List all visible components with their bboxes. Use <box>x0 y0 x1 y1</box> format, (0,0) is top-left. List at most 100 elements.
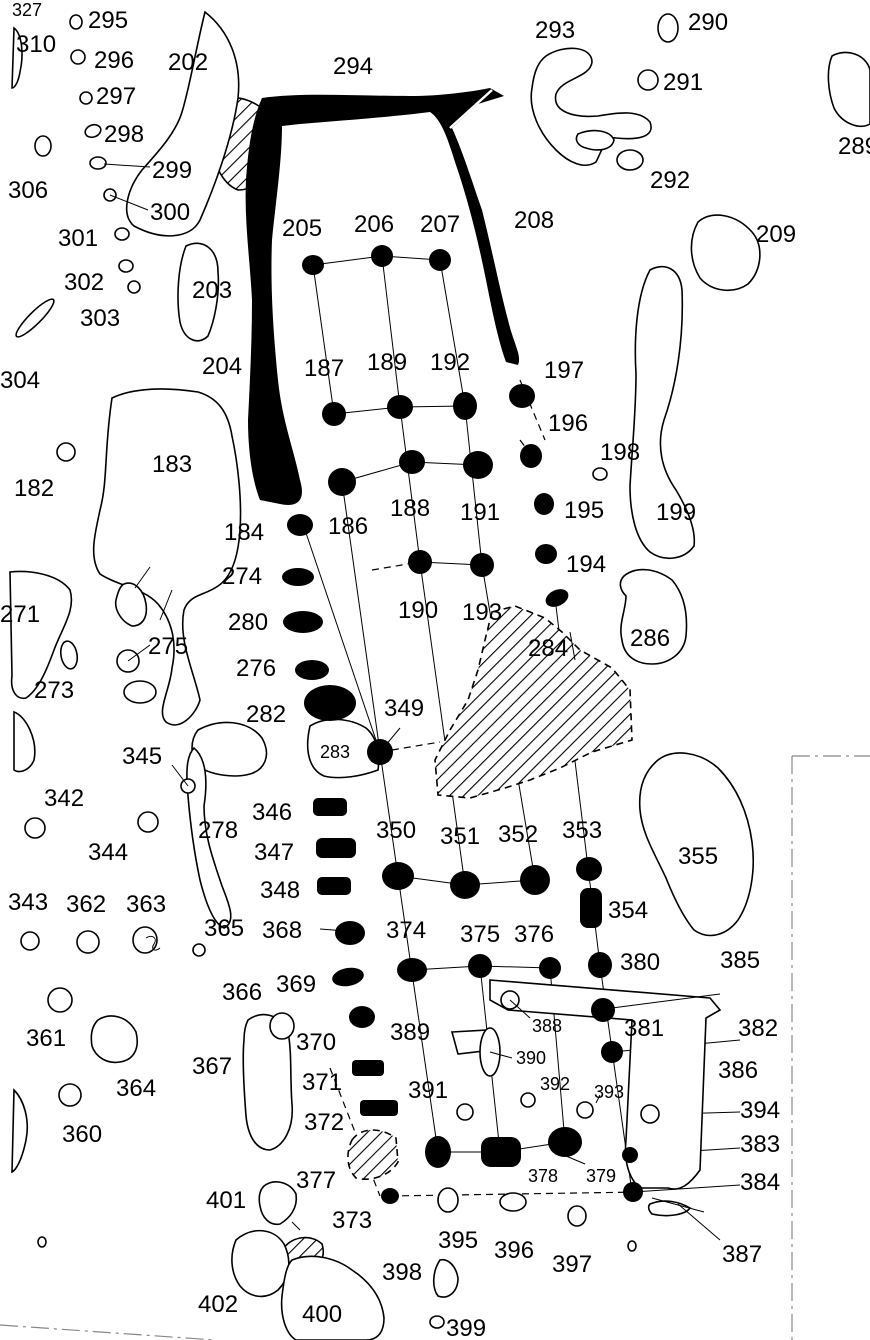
feature-label-196: 196 <box>548 410 588 437</box>
feature-label-301: 301 <box>58 225 98 252</box>
feature-label-280: 280 <box>228 609 268 636</box>
feature-label-391: 391 <box>408 1077 448 1104</box>
feature-label-370: 370 <box>296 1029 336 1056</box>
feature-label-207: 207 <box>420 211 460 238</box>
feature-label-380: 380 <box>620 949 660 976</box>
feature-label-188: 188 <box>390 495 430 522</box>
feature-label-191: 191 <box>460 499 500 526</box>
feature-label-377: 377 <box>296 1167 336 1194</box>
feature-label-189: 189 <box>367 349 407 376</box>
feature-label-192: 192 <box>430 349 470 376</box>
feature-label-393: 393 <box>594 1082 624 1102</box>
feature-label-298: 298 <box>104 121 144 148</box>
feature-label-361: 361 <box>26 1025 66 1052</box>
feature-label-206: 206 <box>354 211 394 238</box>
feature-label-385: 385 <box>720 947 760 974</box>
feature-label-300: 300 <box>150 199 190 226</box>
feature-label-347: 347 <box>254 839 294 866</box>
feature-label-390: 390 <box>516 1048 546 1068</box>
feature-label-187: 187 <box>304 355 344 382</box>
feature-label-379: 379 <box>586 1166 616 1186</box>
feature-label-208: 208 <box>514 207 554 234</box>
feature-label-190: 190 <box>398 597 438 624</box>
feature-label-343: 343 <box>8 889 48 916</box>
feature-label-363: 363 <box>126 891 166 918</box>
feature-label-398: 398 <box>382 1259 422 1286</box>
feature-label-352: 352 <box>498 821 538 848</box>
feature-label-286: 286 <box>630 625 670 652</box>
feature-label-290: 290 <box>688 9 728 36</box>
feature-label-297: 297 <box>96 83 136 110</box>
small-features <box>15 13 679 1329</box>
feature-label-389: 389 <box>390 1019 430 1046</box>
feature-label-400: 400 <box>302 1301 342 1328</box>
feature-label-197: 197 <box>544 357 584 384</box>
outline-features <box>9 10 870 1340</box>
feature-label-374: 374 <box>386 917 426 944</box>
feature-label-354: 354 <box>608 897 648 924</box>
feature-label-306: 306 <box>8 177 48 204</box>
feature-label-369: 369 <box>276 971 316 998</box>
feature-label-381: 381 <box>624 1015 664 1042</box>
feature-label-355: 355 <box>678 843 718 870</box>
feature-label-349: 349 <box>384 695 424 722</box>
feature-label-399: 399 <box>446 1315 486 1340</box>
site-boundary <box>0 755 870 1340</box>
feature-label-202: 202 <box>168 49 208 76</box>
feature-label-362: 362 <box>66 891 106 918</box>
feature-label-289: 289 <box>838 133 870 160</box>
feature-label-195: 195 <box>564 497 604 524</box>
feature-label-373: 373 <box>332 1207 372 1234</box>
feature-label-368: 368 <box>262 917 302 944</box>
feature-label-327: 327 <box>12 0 42 20</box>
feature-label-282: 282 <box>246 701 286 728</box>
feature-label-376: 376 <box>514 921 554 948</box>
feature-label-304: 304 <box>0 367 40 394</box>
feature-label-198: 198 <box>600 439 640 466</box>
feature-label-395: 395 <box>438 1227 478 1254</box>
feature-label-342: 342 <box>44 785 84 812</box>
feature-label-344: 344 <box>88 839 128 866</box>
feature-label-386: 386 <box>718 1057 758 1084</box>
feature-label-302: 302 <box>64 269 104 296</box>
feature-label-276: 276 <box>236 655 276 682</box>
feature-label-199: 199 <box>656 499 696 526</box>
feature-label-293: 293 <box>535 17 575 44</box>
feature-label-310: 310 <box>16 31 56 58</box>
feature-label-378: 378 <box>528 1166 558 1186</box>
feature-label-394: 394 <box>740 1097 780 1124</box>
leader-lines <box>103 163 721 1241</box>
feature-label-274: 274 <box>222 563 262 590</box>
feature-label-367: 367 <box>192 1053 232 1080</box>
feature-label-345: 345 <box>122 743 162 770</box>
feature-label-353: 353 <box>562 817 602 844</box>
feature-label-275: 275 <box>148 633 188 660</box>
feature-label-366: 366 <box>222 979 262 1006</box>
black-wall <box>245 88 520 505</box>
feature-label-205: 205 <box>282 215 322 242</box>
feature-label-203: 203 <box>192 277 232 304</box>
feature-label-396: 396 <box>494 1237 534 1264</box>
postholes <box>282 245 643 1204</box>
feature-label-351: 351 <box>440 823 480 850</box>
feature-label-283: 283 <box>320 742 350 762</box>
feature-label-273: 273 <box>34 677 74 704</box>
feature-label-284: 284 <box>528 635 568 662</box>
feature-label-204: 204 <box>202 353 242 380</box>
feature-label-294: 294 <box>333 53 373 80</box>
feature-label-271: 271 <box>0 601 40 628</box>
feature-label-292: 292 <box>650 167 690 194</box>
feature-label-182: 182 <box>14 475 54 502</box>
feature-label-360: 360 <box>62 1121 102 1148</box>
feature-label-291: 291 <box>663 69 703 96</box>
feature-label-383: 383 <box>740 1131 780 1158</box>
feature-label-397: 397 <box>552 1251 592 1278</box>
feature-label-365: 365 <box>204 915 244 942</box>
feature-label-278: 278 <box>198 817 238 844</box>
feature-label-299: 299 <box>152 157 192 184</box>
feature-label-401: 401 <box>206 1187 246 1214</box>
feature-label-371: 371 <box>302 1069 342 1096</box>
feature-label-348: 348 <box>260 877 300 904</box>
feature-label-375: 375 <box>460 921 500 948</box>
